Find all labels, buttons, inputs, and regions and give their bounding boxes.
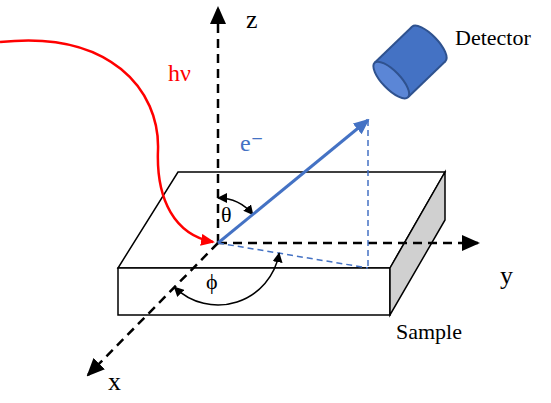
electron-arrow [218, 120, 368, 243]
detector-window [368, 57, 414, 104]
phi-arc [174, 253, 279, 305]
sample-top-face [118, 172, 445, 268]
sample-label: Sample [396, 320, 462, 344]
axis-label: y [500, 262, 513, 291]
x-axis [88, 243, 218, 375]
detector-edge [375, 27, 412, 63]
sample-front-face [118, 268, 390, 315]
detector-symbol [368, 20, 452, 103]
angle-label: θ [221, 203, 232, 227]
angle-label: ϕ [206, 270, 218, 294]
photon-label: hν [168, 60, 191, 86]
projection-line [218, 243, 368, 268]
z-axis [217, 8, 220, 243]
detector-edge [408, 61, 445, 97]
photon-arrow [0, 40, 213, 242]
electron-label: e⁻ [240, 130, 263, 156]
projection-line [367, 120, 369, 268]
detector-label: Detector [455, 26, 531, 50]
axis-label: z [246, 6, 258, 35]
axis-label: x [108, 368, 121, 397]
y-axis [218, 242, 478, 245]
